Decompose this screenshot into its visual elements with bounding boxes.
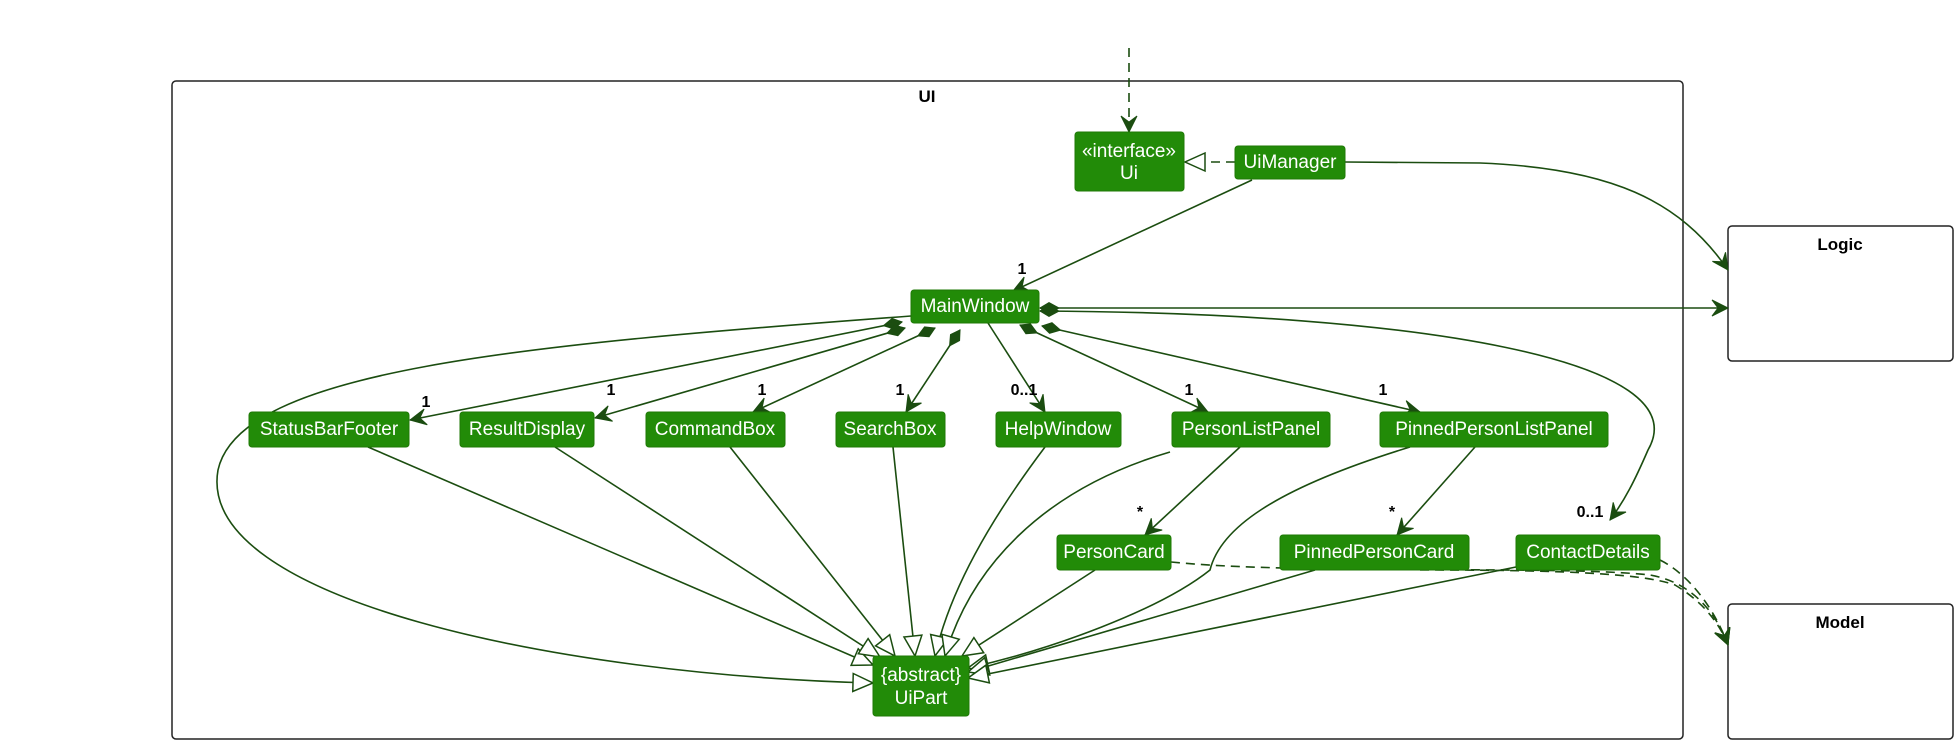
association-uimanager-mainwindow [1011, 179, 1253, 293]
mult-pinnedpersonlistpanel: 1 [1379, 382, 1388, 399]
class-helpwindow-name: HelpWindow [1005, 419, 1112, 440]
composition-mainwindow-searchbox [905, 329, 961, 413]
class-pinnedpersoncard-name: PinnedPersonCard [1294, 542, 1455, 563]
generalization-statusbarfooter-uipart [367, 446, 875, 667]
mult-commandbox: 1 [758, 382, 767, 399]
generalization-helpwindow-uipart [929, 446, 1046, 658]
class-helpwindow[interactable]: HelpWindow [995, 411, 1122, 448]
class-ui[interactable]: «interface» Ui [1074, 131, 1185, 192]
association-pinnedpersonlistpanel-pinnedpersoncard [1396, 446, 1476, 536]
package-model: Model [1727, 603, 1954, 740]
class-ui-stereotype: «interface» [1082, 141, 1176, 162]
composition-mainwindow-commandbox [751, 326, 936, 414]
mult-helpwindow: 0..1 [1011, 382, 1038, 399]
class-uimanager[interactable]: UiManager [1234, 145, 1346, 180]
class-statusbarfooter-name: StatusBarFooter [260, 419, 399, 440]
mult-personcard: * [1137, 504, 1144, 521]
class-uimanager-name: UiManager [1244, 152, 1338, 173]
class-mainwindow[interactable]: MainWindow [910, 289, 1040, 324]
composition-mainwindow-contactdetails [1039, 305, 1655, 521]
generalization-commandbox-uipart [729, 446, 897, 658]
package-model-title: Model [1815, 613, 1864, 632]
class-resultdisplay-name: ResultDisplay [469, 419, 586, 440]
class-personcard[interactable]: PersonCard [1056, 534, 1172, 571]
class-pinnedpersoncard[interactable]: PinnedPersonCard [1279, 534, 1470, 571]
class-uipart[interactable]: {abstract} UiPart [872, 655, 970, 717]
package-logic: Logic [1727, 225, 1954, 362]
class-uipart-modifier: {abstract} [881, 665, 961, 686]
class-resultdisplay[interactable]: ResultDisplay [459, 411, 595, 448]
package-ui-title: UI [919, 87, 936, 106]
multiplicity-labels: 1 1 1 1 1 0..1 1 1 * * 0..1 [422, 261, 1604, 521]
class-contactdetails[interactable]: ContactDetails [1515, 534, 1661, 571]
generalization-searchbox-uipart [892, 446, 923, 658]
class-personlistpanel[interactable]: PersonListPanel [1171, 411, 1331, 448]
dependency-contactdetails-model [1659, 559, 1731, 647]
composition-mainwindow-pinnedpersonlistpanel [1041, 322, 1422, 417]
dependency-pinnedpersoncard-model [1419, 569, 1730, 647]
package-ui: UI [171, 80, 1684, 740]
class-statusbarfooter[interactable]: StatusBarFooter [248, 411, 410, 448]
class-personcard-name: PersonCard [1063, 542, 1164, 563]
generalization-pinnedpersonlistpanel-uipart [966, 446, 1411, 674]
mult-uimanager-mainwindow: 1 [1018, 261, 1027, 278]
mult-pinnedpersoncard: * [1389, 504, 1396, 521]
mult-searchbox: 1 [896, 382, 905, 399]
class-commandbox-name: CommandBox [655, 419, 776, 440]
class-pinnedpersonlistpanel-name: PinnedPersonListPanel [1395, 419, 1593, 440]
mult-contactdetails: 0..1 [1577, 504, 1604, 521]
class-commandbox[interactable]: CommandBox [645, 411, 786, 448]
class-searchbox[interactable]: SearchBox [835, 411, 946, 448]
mult-statusbarfooter: 1 [422, 394, 431, 411]
dependency-uimanager-logic [1344, 161, 1729, 271]
association-personlistpanel-personcard [1144, 446, 1241, 536]
class-pinnedpersonlistpanel[interactable]: PinnedPersonListPanel [1379, 411, 1609, 448]
package-logic-title: Logic [1817, 235, 1862, 254]
generalization-mainwindow-uipart [216, 315, 912, 693]
mult-personlistpanel: 1 [1185, 382, 1194, 399]
generalization-pinnedpersoncard-uipart [966, 569, 1316, 676]
generalization-contactdetails-uipart [966, 566, 1517, 684]
generalization-personcard-uipart [960, 569, 1096, 657]
class-uipart-name: UiPart [895, 688, 949, 709]
class-personlistpanel-name: PersonListPanel [1182, 419, 1320, 440]
mult-resultdisplay: 1 [607, 382, 616, 399]
class-contactdetails-name: ContactDetails [1526, 542, 1650, 563]
class-mainwindow-name: MainWindow [921, 296, 1030, 317]
class-ui-name: Ui [1120, 163, 1138, 184]
class-searchbox-name: SearchBox [844, 419, 937, 440]
generalization-personlistpanel-uipart [941, 451, 1171, 658]
generalization-resultdisplay-uipart [554, 446, 882, 658]
